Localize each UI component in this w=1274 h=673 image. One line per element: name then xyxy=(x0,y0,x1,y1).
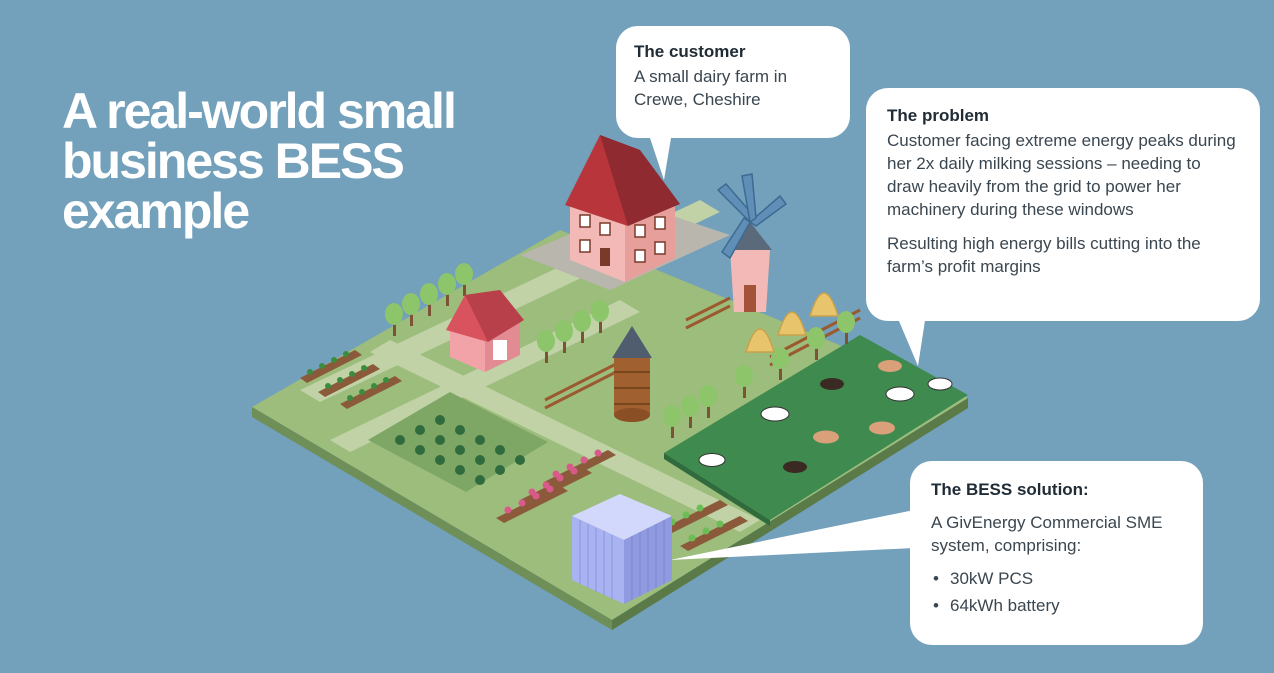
solution-item-pcs: 30kW PCS xyxy=(931,567,1181,590)
solution-item-battery: 64kWh battery xyxy=(931,594,1181,617)
page-title: A real-world small business BESS example xyxy=(62,86,522,236)
farmhouse xyxy=(565,135,680,282)
flower-beds xyxy=(496,449,748,551)
ground-edge-left xyxy=(252,407,612,630)
problem-pointer xyxy=(896,314,926,366)
customer-pointer xyxy=(648,132,672,180)
bess-container xyxy=(572,494,672,604)
ground-edge-right xyxy=(612,398,968,630)
trees xyxy=(385,263,855,438)
problem-paragraph-1: Customer facing extreme energy peaks dur… xyxy=(887,131,1236,219)
title-line-2: business BESS xyxy=(62,133,405,189)
hay-stacks xyxy=(744,292,840,353)
cows xyxy=(698,360,953,473)
problem-callout: The problem Customer facing extreme ener… xyxy=(866,88,1260,321)
silo xyxy=(612,326,652,422)
title-line-1: A real-world small xyxy=(62,83,457,139)
customer-text: A small dairy farm in Crewe, Cheshire xyxy=(634,67,788,109)
crop-plants xyxy=(395,415,525,485)
customer-heading: The customer xyxy=(634,42,746,61)
problem-paragraph-2: Resulting high energy bills cutting into… xyxy=(887,234,1201,276)
pasture-edge xyxy=(664,453,770,526)
vegetable-beds-left xyxy=(300,350,402,409)
bess-solution-callout: The BESS solution: A GivEnergy Commercia… xyxy=(910,461,1203,645)
path-c xyxy=(370,340,760,532)
customer-callout: The customer A small dairy farm in Crewe… xyxy=(616,26,850,138)
solution-text: A GivEnergy Commercial SME system, compr… xyxy=(931,513,1163,555)
solution-heading: The BESS solution: xyxy=(931,480,1089,499)
title-line-3: example xyxy=(62,183,250,239)
bess-pointer xyxy=(670,510,914,560)
barn xyxy=(446,290,524,372)
problem-heading: The problem xyxy=(887,106,990,125)
pasture xyxy=(664,335,968,520)
solution-list: 30kW PCS 64kWh battery xyxy=(931,567,1181,617)
windmill xyxy=(716,173,788,312)
